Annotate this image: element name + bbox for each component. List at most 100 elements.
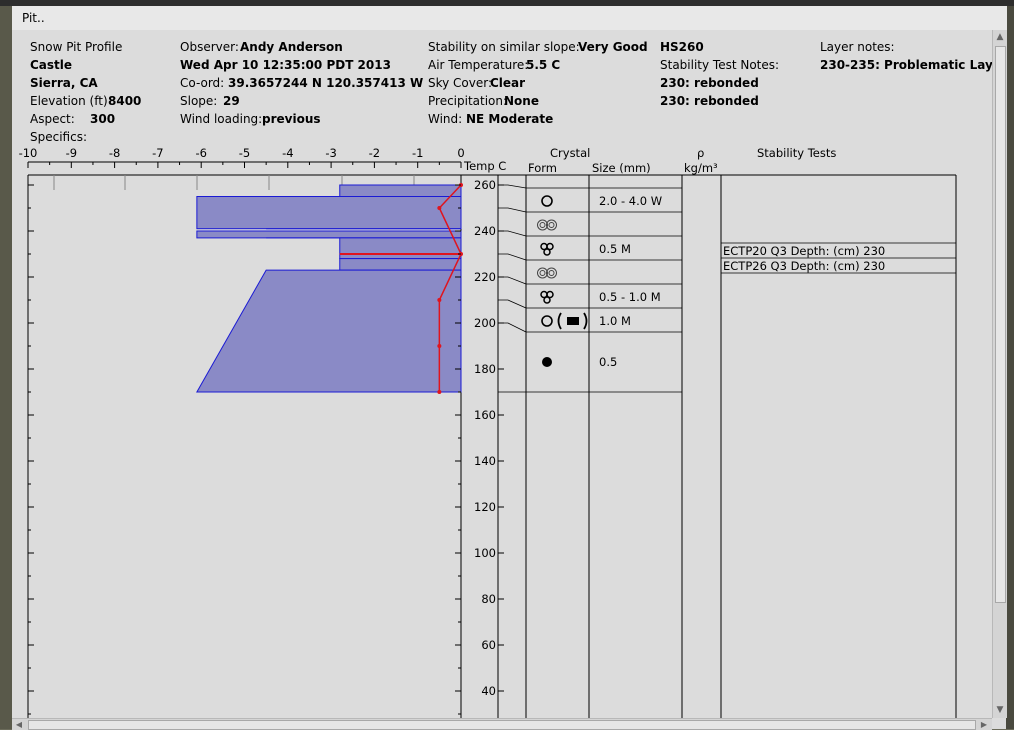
rounded-facets-icon bbox=[546, 219, 557, 231]
specifics-label: Specifics: bbox=[30, 130, 87, 144]
hardness-tick-label: -9 bbox=[66, 146, 77, 160]
pit-profile-panel: Snow Pit Profile Castle Sierra, CA Eleva… bbox=[12, 30, 992, 718]
ice-layer-icon bbox=[567, 317, 579, 325]
rounded-facets-icon bbox=[548, 222, 555, 228]
datetime: Wed Apr 10 12:35:00 PDT 2013 bbox=[180, 58, 391, 72]
slope-value: 29 bbox=[223, 94, 240, 108]
wind-value: NE Moderate bbox=[466, 112, 553, 126]
wind-label: Wind: bbox=[428, 112, 462, 126]
desktop-edge bbox=[0, 6, 12, 729]
temperature-point bbox=[437, 206, 442, 210]
depth-tick-label: 80 bbox=[481, 592, 496, 606]
layer-connector bbox=[498, 276, 527, 285]
observer-value: Andy Anderson bbox=[240, 40, 343, 54]
depth-tick-label: 200 bbox=[474, 316, 496, 330]
temperature-profile bbox=[339, 183, 463, 394]
depth-tick-label: 60 bbox=[481, 638, 496, 652]
temperature-line bbox=[438, 184, 462, 392]
layer-notes-label: Layer notes: bbox=[820, 40, 895, 54]
melt-forms-icon bbox=[546, 290, 554, 299]
hardness-tick-label: -2 bbox=[369, 146, 380, 160]
stability-note: 230: rebonded bbox=[660, 94, 759, 108]
hardness-tick-label: 0 bbox=[457, 146, 464, 160]
rounded-facets-icon bbox=[548, 270, 555, 276]
layer-connector bbox=[498, 322, 527, 333]
vertical-scrollbar[interactable]: ▲ ▼ bbox=[992, 30, 1007, 718]
pit-profile-canvas: Snow Pit Profile Castle Sierra, CA Eleva… bbox=[19, 40, 992, 718]
crystal-size: 0.5 - 1.0 M bbox=[599, 290, 661, 304]
size-column-header: Size (mm) bbox=[592, 161, 651, 175]
horizontal-scrollbar[interactable]: ◀ ▶ bbox=[12, 718, 992, 730]
hardness-tick-label: -10 bbox=[19, 146, 38, 160]
scroll-right-icon[interactable]: ▶ bbox=[980, 720, 988, 729]
form-column-header: Form bbox=[528, 161, 557, 175]
scroll-up-icon[interactable]: ▲ bbox=[996, 32, 1004, 42]
depth-tick-label: 240 bbox=[474, 224, 496, 238]
rounds-icon bbox=[541, 315, 553, 327]
hardness-tick-label: -7 bbox=[152, 146, 163, 160]
crystal-form-graupel-icon bbox=[542, 357, 552, 367]
crystal-form-melt-forms-icon bbox=[540, 242, 554, 256]
rounded-facets-icon bbox=[539, 222, 546, 228]
graupel-icon bbox=[542, 357, 552, 367]
vertical-scroll-thumb[interactable] bbox=[995, 46, 1006, 603]
profile-heading: Snow Pit Profile bbox=[30, 40, 122, 54]
hs-value: HS260 bbox=[660, 40, 704, 54]
wind-loading-label: Wind loading: bbox=[180, 112, 262, 126]
crystal-table: 2.0 - 4.0 W0.5 M0.5 - 1.0 M1.0 M0.5 bbox=[498, 184, 682, 393]
crystal-form-rounds-icon bbox=[541, 195, 553, 207]
hardness-tick-label: -8 bbox=[109, 146, 120, 160]
coord-value: 39.3657244 N 120.357413 W bbox=[228, 76, 423, 90]
hardness-layer bbox=[339, 258, 462, 271]
layer-connector bbox=[498, 253, 527, 261]
temperature-point bbox=[437, 344, 442, 348]
layer-connector bbox=[498, 207, 527, 213]
layer-connector bbox=[498, 299, 527, 309]
stability-value: Very Good bbox=[578, 40, 648, 54]
stability-tests-column-header: Stability Tests bbox=[757, 146, 836, 160]
stability-label: Stability on similar slope: bbox=[428, 40, 580, 54]
melt-forms-icon bbox=[543, 248, 551, 256]
observer-label: Observer: bbox=[180, 40, 239, 54]
depth-tick-label: 120 bbox=[474, 500, 496, 514]
rounded-facets-icon bbox=[539, 270, 546, 276]
density-symbol: ρ bbox=[697, 146, 704, 160]
depth-tick-label: 40 bbox=[481, 684, 496, 698]
depth-tick-label: 260 bbox=[474, 178, 496, 192]
crystal-size: 0.5 bbox=[599, 355, 617, 369]
depth-tick-label: 100 bbox=[474, 546, 496, 560]
aspect-label: Aspect: bbox=[30, 112, 75, 126]
hardness-layer bbox=[196, 269, 462, 393]
sky-label: Sky Cover: bbox=[428, 76, 492, 90]
rounds-icon bbox=[541, 195, 553, 207]
depth-tick-label: 160 bbox=[474, 408, 496, 422]
density-unit: kg/m³ bbox=[684, 161, 718, 175]
crystal-size: 0.5 M bbox=[599, 242, 631, 256]
rounded-facets-icon bbox=[546, 267, 557, 279]
melt-forms-icon bbox=[543, 296, 551, 304]
precip-value: None bbox=[504, 94, 539, 108]
paren-left-icon bbox=[557, 312, 562, 330]
sky-value: Clear bbox=[490, 76, 525, 90]
layer-note: 230-235: Problematic Layer bbox=[820, 58, 992, 72]
crystal-size: 1.0 M bbox=[599, 314, 631, 328]
desktop-strip bbox=[0, 0, 1014, 6]
crystal-column-header: Crystal bbox=[550, 146, 590, 160]
scroll-left-icon[interactable]: ◀ bbox=[15, 720, 23, 729]
window-titlebar[interactable]: Pit.. bbox=[12, 6, 1007, 31]
hardness-tick-label: -5 bbox=[239, 146, 250, 160]
stability-test-label: ECTP26 Q3 Depth: (cm) 230 bbox=[723, 259, 885, 273]
depth-tick-label: 140 bbox=[474, 454, 496, 468]
temp-column-header: Temp C bbox=[463, 159, 506, 173]
elevation-value: 8400 bbox=[108, 94, 141, 108]
window-title: Pit.. bbox=[22, 11, 45, 25]
depth-tick-label: 180 bbox=[474, 362, 496, 376]
hardness-tick-label: -1 bbox=[412, 146, 423, 160]
scroll-down-icon[interactable]: ▼ bbox=[996, 705, 1004, 715]
melt-forms-icon bbox=[546, 242, 554, 251]
crystal-form-rounds-ice-icon bbox=[541, 312, 588, 330]
elevation-label: Elevation (ft) bbox=[30, 94, 108, 108]
air-temp-value: 5.5 C bbox=[526, 58, 560, 72]
